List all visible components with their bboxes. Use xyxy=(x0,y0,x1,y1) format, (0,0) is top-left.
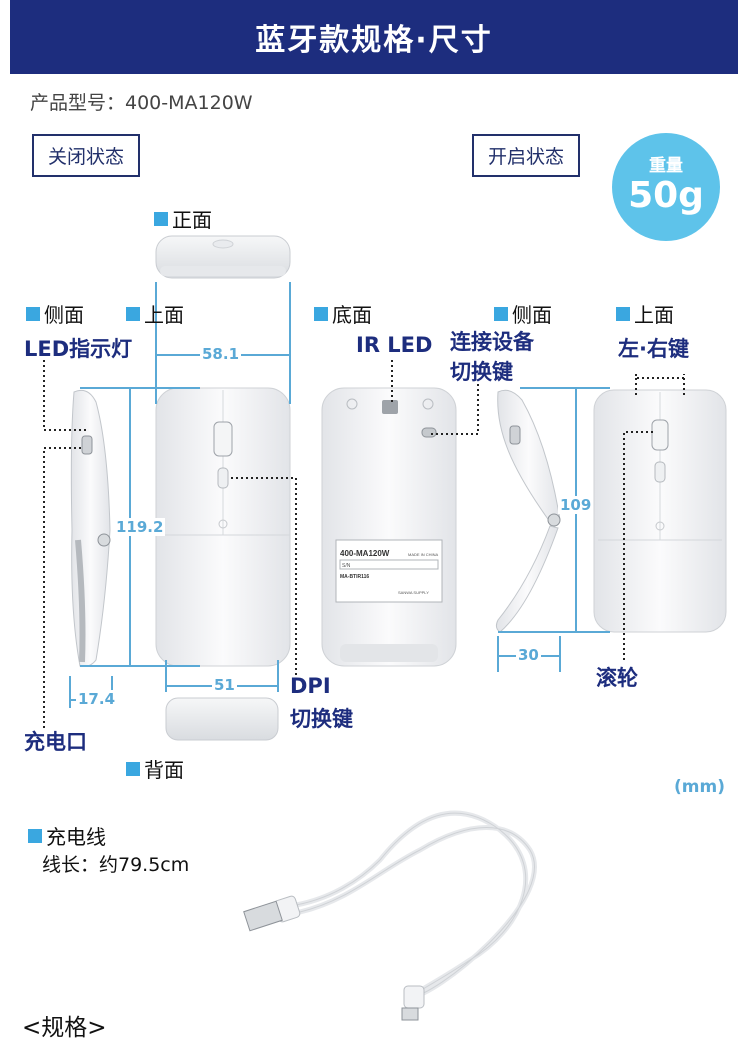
page-title: 蓝牙款规格·尺寸 xyxy=(255,23,493,58)
ir-led-callout: IR LED xyxy=(356,333,433,357)
label-code: MA-BTIR116 xyxy=(340,574,369,580)
weight-value: 50g xyxy=(628,175,704,216)
spec-heading: <规格> xyxy=(22,1015,107,1041)
dimension-open-height: 109 xyxy=(558,496,594,514)
cable-title: 充电线 xyxy=(28,821,106,850)
side-view-label: 侧面 xyxy=(26,299,84,328)
top-open-view-label: 上面 xyxy=(616,299,674,328)
dimension-open-depth: 30 xyxy=(516,646,541,664)
wheel-callout: 滚轮 xyxy=(596,666,638,690)
side-square-icon xyxy=(26,306,40,321)
bottom-view-label: 底面 xyxy=(314,299,372,328)
cable-length: 线长：约79.5cm xyxy=(42,854,190,876)
micro-usb-plug xyxy=(401,985,425,1021)
bottom-view-device: 400-MA120W MADE IN CHINA S/N MA-BTIR116 … xyxy=(321,387,457,667)
label-made-in: MADE IN CHINA xyxy=(408,552,439,557)
charge-port-callout: 充电口 xyxy=(24,730,87,754)
top-view-device xyxy=(155,387,291,667)
lr-keys-callout: 左·右键 xyxy=(618,337,689,361)
weight-label: 重量 xyxy=(649,156,683,176)
side-open-view-label: 侧面 xyxy=(494,299,552,328)
front-view-device xyxy=(155,235,291,279)
label-sn: S/N xyxy=(342,563,351,569)
label-model: 400-MA120W xyxy=(340,549,390,558)
dimension-width: 58.1 xyxy=(200,345,242,363)
led-indicator-callout: LED指示灯 xyxy=(24,337,133,361)
leader-lines xyxy=(43,360,685,728)
unit-label: (mm) xyxy=(674,777,725,797)
usb-a-plug xyxy=(243,895,301,932)
dpi-switch-callout-line1: DPI xyxy=(290,674,331,698)
back-view-device xyxy=(165,697,279,741)
side-view-closed-device xyxy=(70,389,111,667)
front-view-label: 正面 xyxy=(154,204,212,233)
connect-switch-callout-line1: 连接设备 xyxy=(450,330,534,354)
open-state-label: 开启状态 xyxy=(472,134,581,177)
top-view-open-device xyxy=(593,389,727,633)
side-view-open-device xyxy=(495,389,561,633)
dimension-length: 119.2 xyxy=(114,518,166,536)
top-open-square-icon xyxy=(616,306,630,321)
label-brand: SANWA SUPPLY xyxy=(398,590,429,595)
page-title-banner: 蓝牙款规格·尺寸 xyxy=(10,0,738,74)
side-open-square-icon xyxy=(494,306,508,321)
dimension-thickness: 17.4 xyxy=(76,690,118,708)
front-square-icon xyxy=(154,211,168,226)
back-square-icon xyxy=(126,761,140,776)
top-square-icon xyxy=(126,306,140,321)
dpi-switch-callout-line2: 切换键 xyxy=(290,707,353,731)
bottom-square-icon xyxy=(314,306,328,321)
back-view-label: 背面 xyxy=(126,754,184,783)
model-number: 产品型号：400-MA120W xyxy=(30,92,253,114)
weight-badge: 重量 50g xyxy=(612,133,720,241)
connect-switch-callout-line2: 切换键 xyxy=(450,360,513,384)
cable-square-icon xyxy=(28,828,42,843)
dimension-back-width: 51 xyxy=(212,676,237,694)
top-view-label: 上面 xyxy=(126,299,184,328)
closed-state-label: 关闭状态 xyxy=(32,134,141,177)
